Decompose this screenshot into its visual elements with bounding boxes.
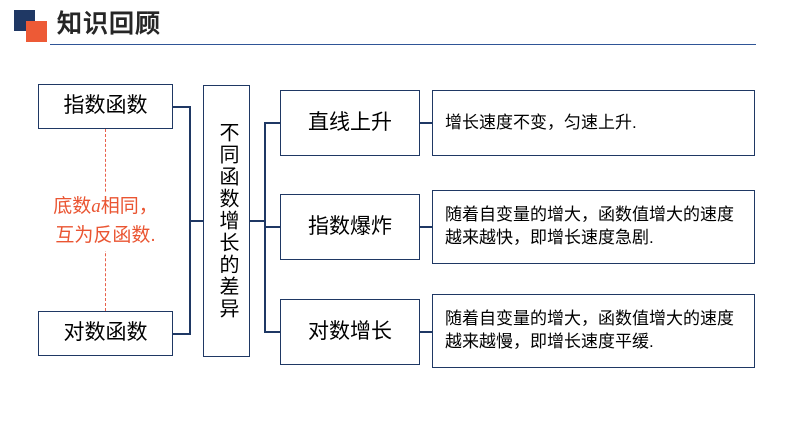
note-inverse-relation: 底数a相同， 互为反函数. (28, 192, 183, 251)
node-description-logarithmic: 随着自变量的增大，函数值增大的速度越来越慢，即增长速度平缓. (432, 294, 755, 368)
node-description-linear: 增长速度不变，匀速上升. (432, 90, 755, 156)
connector-spine-to-branch-3 (264, 331, 281, 333)
node-description-exponential: 随着自变量的增大，函数值增大的速度越来越快，即增长速度急剧. (432, 190, 755, 264)
node-branch-logarithmic-label: 对数增长 (308, 319, 392, 343)
node-logarithmic-function: 对数函数 (38, 311, 173, 356)
connector-branch-1-to-description (420, 122, 433, 124)
note-line-1-prefix: 底数 (53, 196, 92, 217)
node-branch-linear: 直线上升 (280, 90, 420, 156)
node-description-exponential-text: 随着自变量的增大，函数值增大的速度越来越快，即增长速度急剧. (445, 205, 734, 247)
node-topic-center-label: 不同函数增长的差异 (216, 122, 238, 320)
page-title: 知识回顾 (57, 10, 162, 38)
node-logarithmic-function-label: 对数函数 (63, 321, 148, 345)
connector-spine-to-branch-2 (264, 226, 281, 228)
node-exponential-function: 指数函数 (38, 84, 173, 129)
node-topic-center: 不同函数增长的差异 (203, 85, 250, 357)
note-line-1-italic-base: a (91, 196, 101, 217)
node-branch-exponential-label: 指数爆炸 (308, 214, 392, 238)
connector-center-to-spine (250, 220, 266, 222)
node-description-linear-text: 增长速度不变，匀速上升. (445, 112, 637, 132)
connector-spine-to-center (189, 220, 204, 222)
square-orange-icon (26, 21, 47, 42)
node-description-logarithmic-text: 随着自变量的增大，函数值增大的速度越来越慢，即增长速度平缓. (445, 309, 734, 351)
node-branch-exponential: 指数爆炸 (280, 194, 420, 260)
connector-spine-to-branch-1 (264, 122, 281, 124)
note-line-1-suffix: 相同， (100, 196, 158, 217)
note-line-2: 互为反函数. (55, 225, 156, 247)
connector-exp-to-spine (173, 106, 191, 108)
node-branch-logarithmic: 对数增长 (280, 299, 420, 365)
header-divider (50, 44, 756, 45)
header-icon-group (14, 10, 54, 42)
connector-log-to-spine (173, 333, 191, 335)
node-exponential-function-label: 指数函数 (63, 94, 148, 118)
connector-branch-3-to-description (420, 331, 433, 333)
connector-branch-2-to-description (420, 226, 433, 228)
node-branch-linear-label: 直线上升 (308, 110, 392, 134)
